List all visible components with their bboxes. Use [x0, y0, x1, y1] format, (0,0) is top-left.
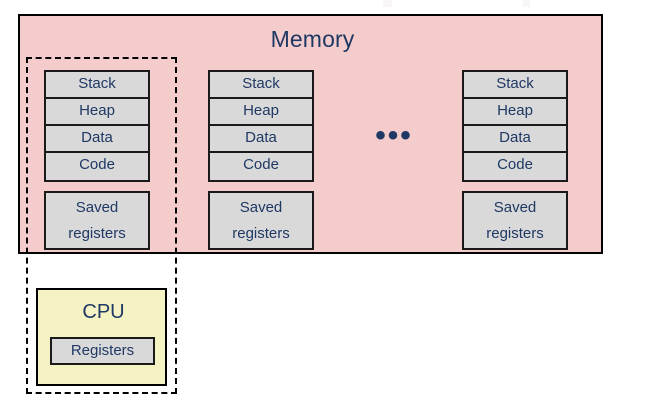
segment-stack: Stack [46, 72, 148, 99]
process-column-2: Stack Heap Data Code Saved registers [208, 70, 314, 250]
process-column-1: Stack Heap Data Code Saved registers [44, 70, 150, 250]
cpu-box: CPU Registers [36, 288, 167, 386]
segment-heap: Heap [210, 99, 312, 126]
process-column-n: Stack Heap Data Code Saved registers [462, 70, 568, 250]
segment-stack: Stack [464, 72, 566, 99]
segment-data: Data [464, 126, 566, 153]
process-2-segments: Stack Heap Data Code [208, 70, 314, 182]
cpu-registers-box: Registers [50, 337, 155, 365]
segment-code: Code [46, 153, 148, 180]
segment-stack: Stack [210, 72, 312, 99]
saved-registers-box: Saved registers [462, 191, 568, 250]
process-n-segments: Stack Heap Data Code [462, 70, 568, 182]
segment-data: Data [46, 126, 148, 153]
top-artifact-right [523, 0, 530, 7]
ellipsis-icon: ••• [375, 119, 413, 152]
saved-registers-box: Saved registers [208, 191, 314, 250]
segment-data: Data [210, 126, 312, 153]
saved-registers-box: Saved registers [44, 191, 150, 250]
memory-label: Memory [270, 26, 355, 52]
process-1-segments: Stack Heap Data Code [44, 70, 150, 182]
segment-heap: Heap [46, 99, 148, 126]
segment-heap: Heap [464, 99, 566, 126]
cpu-label: CPU [82, 301, 125, 323]
top-artifact-left [383, 0, 392, 7]
segment-code: Code [210, 153, 312, 180]
segment-code: Code [464, 153, 566, 180]
